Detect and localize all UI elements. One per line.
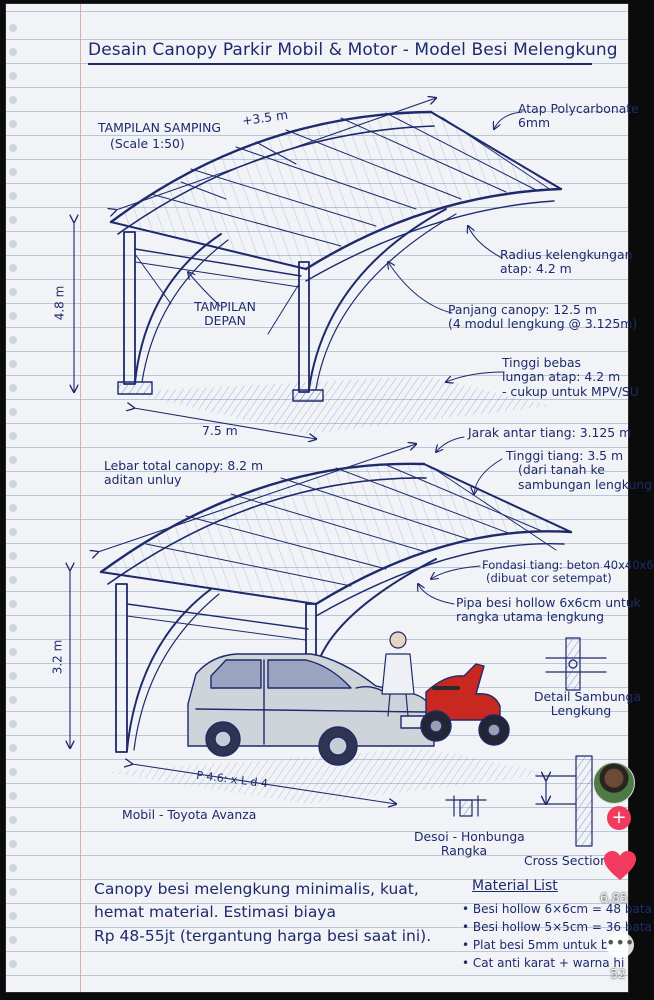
binding-hole: [9, 264, 17, 272]
binding-hole: [9, 192, 17, 200]
canopy-sketch: [6, 4, 607, 847]
binding-hole: [9, 504, 17, 512]
material-item: • Besi hollow 5×5cm = 36 bata: [462, 920, 652, 934]
binding-hole: [9, 120, 17, 128]
radius-note: Radius kelengkungan atap: 4.2 m: [500, 247, 633, 277]
post-height-note: Tinggi tiang: 3.5 m (dari tanah ke sambu…: [506, 448, 653, 492]
notebook-page: Desain Canopy Parkir Mobil & Motor - Mod…: [6, 4, 654, 992]
binding-hole: [9, 456, 17, 464]
binding-hole: [9, 528, 17, 536]
binding-hole: [9, 936, 17, 944]
like-count: 6,85: [600, 890, 628, 905]
roof-material-note: Atap Polycarbonate 6mm: [518, 101, 639, 131]
binding-hole: [9, 480, 17, 488]
cross-section-drawing: [535, 755, 593, 847]
binding-hole: [9, 816, 17, 824]
binding-hole: [9, 624, 17, 632]
side-view-label: TAMPILAN SAMPING: [98, 120, 222, 135]
height-dimension-bottom: 3.2 m: [50, 639, 65, 675]
length-note: Panjang canopy: 12.5 m (4 modul lengkung…: [448, 302, 638, 332]
binding-hole: [9, 696, 17, 704]
title-underline: [88, 63, 592, 65]
binding-hole: [9, 888, 17, 896]
top-canopy-drawing: [74, 98, 563, 439]
binding-hole: [9, 336, 17, 344]
binding-hole: [9, 432, 17, 440]
post-spacing-note: Jarak antar tiang: 3.125 m: [468, 425, 632, 440]
binding-hole: [9, 48, 17, 56]
binding-hole: [9, 768, 17, 776]
binding-hole: [9, 840, 17, 848]
binding-hole: [9, 288, 17, 296]
frame-joint-label: Desoi - Honbunga Rangka: [414, 829, 525, 859]
margin-line: [80, 4, 81, 992]
binding-holes: [6, 4, 20, 992]
binding-hole: [9, 912, 17, 920]
material-item: • Besi hollow 6×6cm = 48 bata: [462, 902, 652, 916]
front-view-label: TAMPILAN DEPAN: [194, 299, 256, 329]
binding-hole: [9, 720, 17, 728]
binding-hole: [9, 744, 17, 752]
binding-hole: [9, 408, 17, 416]
cross-section-label: Cross Section P: [524, 853, 620, 868]
clearance-note: Tinggi bebas lungan atap: 4.2 m - cukup …: [502, 355, 639, 399]
creator-avatar[interactable]: [593, 762, 635, 804]
scale-label: (Scale 1:50): [110, 136, 185, 151]
comment-count: 52: [610, 966, 626, 981]
binding-hole: [9, 360, 17, 368]
binding-hole: [9, 552, 17, 560]
total-width-note: Lebar total canopy: 8.2 m aditan unluy: [104, 458, 264, 488]
binding-hole: [9, 72, 17, 80]
height-dimension-top: 4.8 m: [52, 285, 67, 321]
joint-detail-label: Detail Sambunga Lengkung: [534, 689, 641, 719]
foundation-note: Fondasi tiang: beton 40x40x6 (dibuat cor…: [482, 558, 654, 586]
material-list: • Besi hollow 6×6cm = 48 bata • Besi hol…: [462, 900, 652, 972]
summary-text: Canopy besi melengkung minimalis, kuat, …: [94, 880, 432, 945]
binding-hole: [9, 672, 17, 680]
material-item: • Cat anti karat + warna hi: [462, 956, 625, 970]
binding-hole: [9, 240, 17, 248]
material-list-heading: Material List: [472, 878, 558, 894]
binding-hole: [9, 168, 17, 176]
heart-icon[interactable]: [603, 850, 637, 882]
joint-detail-drawing: [545, 637, 607, 691]
car-label: Mobil - Toyota Avanza: [122, 807, 257, 822]
binding-hole: [9, 144, 17, 152]
person-drawing: [381, 631, 415, 717]
motorbike-drawing: [420, 663, 510, 746]
frame-joint-drawing: [445, 795, 487, 817]
binding-hole: [9, 96, 17, 104]
width-dimension-top: 7.5 m: [202, 423, 238, 438]
material-item: • Plat besi 5mm untuk b: [462, 938, 609, 952]
binding-hole: [9, 24, 17, 32]
binding-hole: [9, 864, 17, 872]
binding-hole: [9, 384, 17, 392]
pipe-note: Pipa besi hollow 6x6cm untuk rangka utam…: [456, 595, 641, 625]
comment-icon[interactable]: •••: [606, 932, 634, 958]
binding-hole: [9, 576, 17, 584]
follow-button[interactable]: +: [607, 806, 631, 830]
binding-hole: [9, 648, 17, 656]
binding-hole: [9, 960, 17, 968]
binding-hole: [9, 312, 17, 320]
page-title: Desain Canopy Parkir Mobil & Motor - Mod…: [88, 40, 618, 60]
binding-hole: [9, 600, 17, 608]
binding-hole: [9, 216, 17, 224]
binding-hole: [9, 792, 17, 800]
